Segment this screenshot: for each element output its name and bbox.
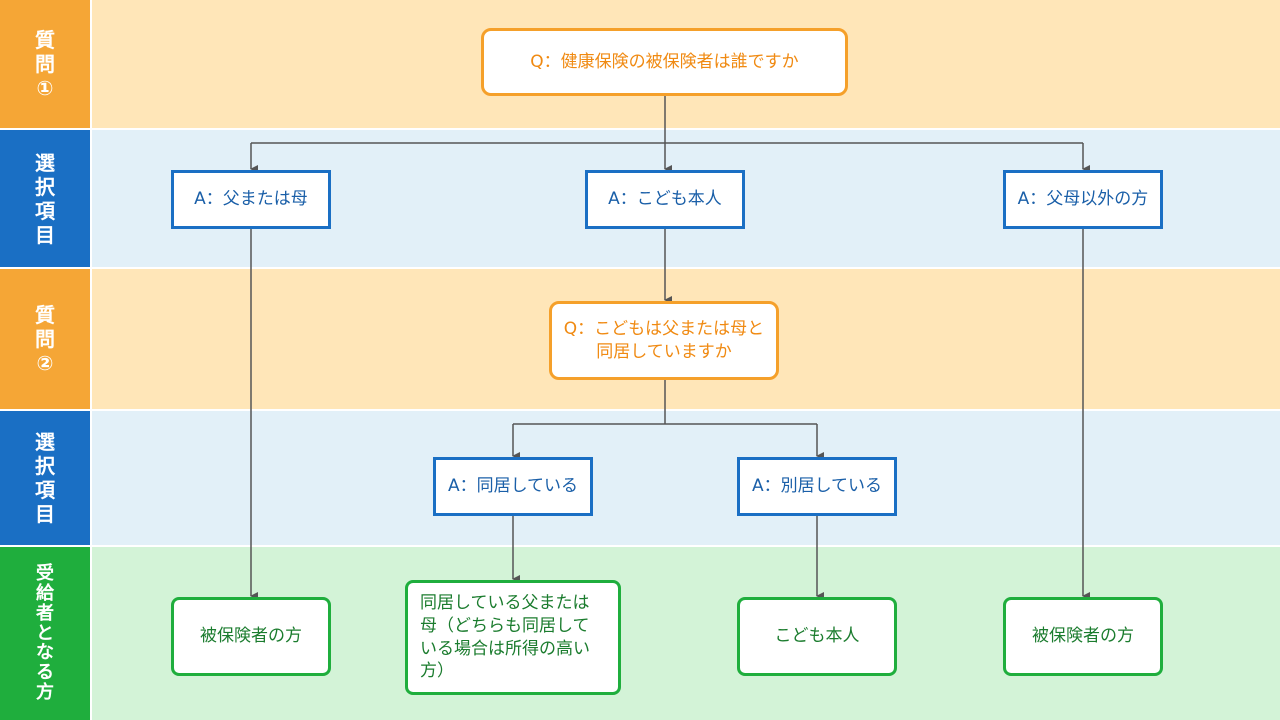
question1-box: Q：健康保険の被保険者は誰ですか [481,28,848,96]
answer-child-box: A：こども本人 [585,170,745,229]
row-label-question1: 質問① [0,0,90,128]
answer2-band [92,411,1280,545]
row-label-answer2: 選択項目 [0,411,90,545]
answer-parent-box: A：父または母 [171,170,331,229]
question2-box: Q：こどもは父または母と同居していますか [549,301,779,380]
result-child-box: こども本人 [737,597,897,676]
result-insured-box-1: 被保険者の方 [171,597,331,676]
result-insured-box-2: 被保険者の方 [1003,597,1163,676]
answer-together-box: A：同居している [433,457,593,516]
row-label-answer1: 選択項目 [0,130,90,267]
row-label-question2: 質問② [0,269,90,409]
answer-apart-box: A：別居している [737,457,897,516]
answer-other-box: A：父母以外の方 [1003,170,1163,229]
row-label-result: 受給者となる方 [0,547,90,720]
result-cohabiting-parent-box: 同居している父または母（どちらも同居している場合は所得の高い方） [405,580,621,695]
